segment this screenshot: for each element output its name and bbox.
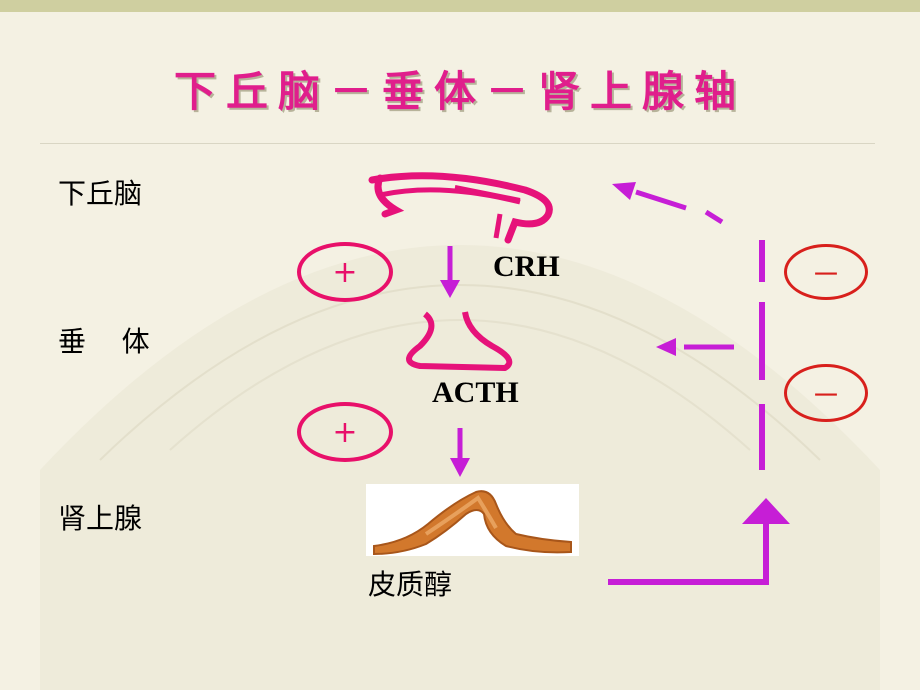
label-pituitary: 垂 体 — [58, 325, 150, 358]
page-title: 下丘脑－垂体－肾上腺轴 — [173, 67, 746, 116]
inhibit-sign-hypothalamus: － — [784, 244, 868, 300]
hypothalamus-organ-icon — [368, 172, 553, 244]
title-divider — [40, 143, 875, 144]
adrenal-gland-image — [366, 484, 579, 556]
negative-feedback-path — [608, 182, 790, 585]
hormone-acth: ACTH — [432, 376, 519, 409]
label-adrenal: 肾上腺 — [58, 502, 143, 535]
hormone-crh: CRH — [493, 250, 560, 283]
label-hypothalamus: 下丘脑 — [58, 177, 143, 210]
stimulate-sign-acth: + — [297, 402, 393, 462]
top-bar — [0, 0, 920, 12]
arrowhead-crh — [440, 280, 460, 298]
arrowhead-acth — [450, 458, 470, 477]
product-cortisol: 皮质醇 — [368, 568, 453, 601]
inhibit-sign-pituitary: － — [784, 364, 868, 422]
pituitary-organ-icon — [406, 311, 513, 371]
stimulate-sign-crh: + — [297, 242, 393, 302]
